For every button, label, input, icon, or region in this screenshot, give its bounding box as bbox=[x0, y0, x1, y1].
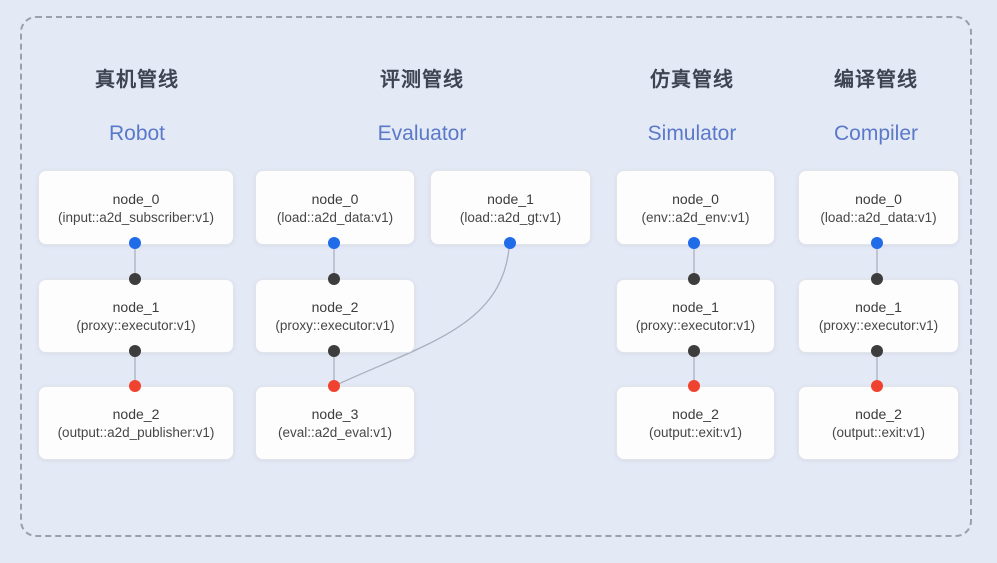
node-name: node_2 bbox=[855, 406, 902, 422]
port-black-dot bbox=[328, 273, 340, 285]
node-type: (load::a2d_data:v1) bbox=[820, 209, 937, 225]
port-black-dot bbox=[871, 345, 883, 357]
node-name: node_1 bbox=[487, 190, 534, 207]
node-name: node_2 bbox=[112, 406, 160, 422]
node-type: (proxy::executor:v1) bbox=[275, 318, 395, 333]
node-simulator-1: node_1 (proxy::executor:v1) bbox=[616, 279, 775, 353]
pipeline-title-en-simulator: Simulator bbox=[647, 122, 737, 145]
port-blue-dot bbox=[871, 237, 883, 249]
port-black-dot bbox=[129, 345, 141, 357]
port-red-dot bbox=[328, 380, 340, 392]
node-type: (load::a2d_data:v1) bbox=[276, 209, 394, 225]
port-black-dot bbox=[688, 273, 700, 285]
port-black-dot bbox=[871, 273, 883, 285]
node-name: node_0 bbox=[311, 190, 359, 207]
node-type: (output::a2d_publisher:v1) bbox=[57, 425, 215, 440]
node-evaluator-3: node_3 (eval::a2d_eval:v1) bbox=[255, 386, 415, 460]
node-robot-0: node_0 (input::a2d_subscriber:v1) bbox=[38, 170, 234, 245]
pipeline-title-en-evaluator: Evaluator bbox=[377, 122, 467, 145]
node-name: node_1 bbox=[672, 299, 719, 315]
node-name: node_1 bbox=[855, 299, 902, 315]
node-evaluator-1: node_1 (load::a2d_gt:v1) bbox=[430, 170, 591, 245]
port-blue-dot bbox=[688, 237, 700, 249]
pipeline-title-zh-robot: 真机管线 bbox=[95, 69, 179, 91]
edge-curve bbox=[333, 242, 511, 387]
node-type: (output::exit:v1) bbox=[831, 425, 926, 440]
dashed-frame bbox=[20, 16, 972, 537]
node-type: (proxy::executor:v1) bbox=[635, 318, 756, 333]
node-evaluator-0: node_0 (load::a2d_data:v1) bbox=[255, 170, 415, 245]
node-name: node_2 bbox=[311, 299, 359, 315]
pipeline-title-zh-compiler: 编译管线 bbox=[834, 69, 918, 91]
node-type: (eval::a2d_eval:v1) bbox=[277, 425, 393, 440]
pipeline-title-zh-simulator: 仿真管线 bbox=[650, 69, 734, 91]
node-compiler-0: node_0 (load::a2d_data:v1) bbox=[798, 170, 959, 245]
port-black-dot bbox=[328, 345, 340, 357]
node-robot-1: node_1 (proxy::executor:v1) bbox=[38, 279, 234, 353]
node-name: node_1 bbox=[112, 299, 160, 315]
node-type: (proxy::executor:v1) bbox=[76, 318, 196, 333]
node-type: (load::a2d_gt:v1) bbox=[459, 209, 562, 225]
node-evaluator-2: node_2 (proxy::executor:v1) bbox=[255, 279, 415, 353]
port-red-dot bbox=[129, 380, 141, 392]
node-compiler-1: node_1 (proxy::executor:v1) bbox=[798, 279, 959, 353]
node-robot-2: node_2 (output::a2d_publisher:v1) bbox=[38, 386, 234, 460]
node-name: node_0 bbox=[112, 190, 160, 207]
pipeline-title-zh-evaluator: 评测管线 bbox=[380, 69, 464, 91]
node-simulator-2: node_2 (output::exit:v1) bbox=[616, 386, 775, 460]
node-type: (env::a2d_env:v1) bbox=[641, 209, 750, 225]
node-name: node_0 bbox=[672, 190, 719, 207]
node-type: (input::a2d_subscriber:v1) bbox=[57, 209, 215, 225]
pipeline-title-en-compiler: Compiler bbox=[833, 122, 919, 145]
node-simulator-0: node_0 (env::a2d_env:v1) bbox=[616, 170, 775, 245]
pipeline-title-en-robot: Robot bbox=[108, 122, 166, 145]
node-type: (output::exit:v1) bbox=[648, 425, 743, 440]
node-name: node_2 bbox=[672, 406, 719, 422]
port-red-dot bbox=[871, 380, 883, 392]
node-name: node_3 bbox=[311, 406, 359, 422]
port-blue-dot bbox=[503, 237, 516, 249]
node-name: node_0 bbox=[855, 190, 902, 207]
node-compiler-2: node_2 (output::exit:v1) bbox=[798, 386, 959, 460]
port-blue-dot bbox=[129, 237, 141, 249]
node-type: (proxy::executor:v1) bbox=[818, 318, 939, 333]
port-blue-dot bbox=[328, 237, 340, 249]
port-black-dot bbox=[129, 273, 141, 285]
port-red-dot bbox=[688, 380, 700, 392]
port-black-dot bbox=[688, 345, 700, 357]
